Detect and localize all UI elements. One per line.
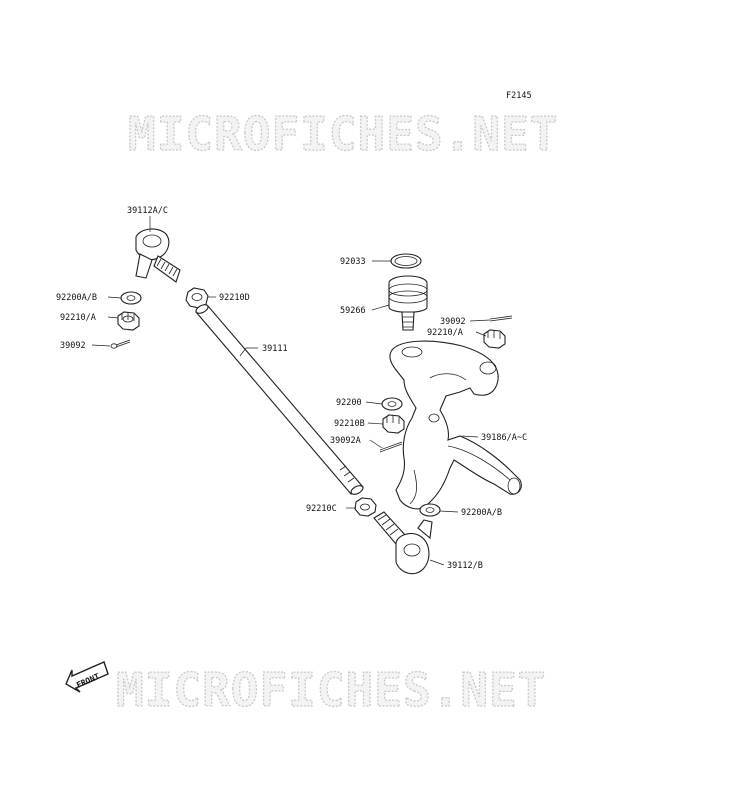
label-92210a-left: 92210/A xyxy=(60,313,96,323)
watermark-bottom: MICROFICHES.NET xyxy=(116,663,546,717)
label-39111: 39111 xyxy=(262,344,288,354)
label-39112b: 39112/B xyxy=(447,561,483,571)
label-92200ab-right: 92200A/B xyxy=(461,508,502,518)
tie-rod-tube xyxy=(195,304,364,495)
washer-right xyxy=(419,503,441,517)
cotter-pin-right xyxy=(489,315,513,322)
label-92210b: 92210B xyxy=(334,419,365,429)
tie-rod-end-upper xyxy=(135,228,181,283)
label-92033: 92033 xyxy=(340,257,366,267)
castle-nut-left xyxy=(117,311,140,331)
label-92210a-right: 92210/A xyxy=(427,328,463,338)
label-39092-right: 39092 xyxy=(440,317,466,327)
label-39186: 39186/A~C xyxy=(481,433,527,443)
steering-knuckle xyxy=(389,340,522,510)
nut-92210c xyxy=(354,497,377,517)
ball-joint xyxy=(388,275,428,331)
castle-nut-right xyxy=(483,329,506,349)
label-39092a: 39092A xyxy=(330,436,361,446)
label-92210d: 92210D xyxy=(219,293,250,303)
cotter-pin-left xyxy=(110,339,131,349)
nut-92210d xyxy=(185,287,209,309)
watermark-top: MICROFICHES.NET xyxy=(128,107,558,161)
washer-left xyxy=(120,291,142,305)
washer-92200 xyxy=(381,397,403,411)
label-39112ac: 39112A/C xyxy=(127,206,168,216)
front-direction-badge: FRONT xyxy=(65,661,109,693)
label-92200ab-left: 92200A/B xyxy=(56,293,97,303)
snap-ring xyxy=(390,253,422,269)
cotter-pin-92a xyxy=(379,441,403,453)
label-39092-left: 39092 xyxy=(60,341,86,351)
label-92210c: 92210C xyxy=(306,504,337,514)
tie-rod-end-lower xyxy=(373,511,433,575)
castle-nut-92210b xyxy=(382,414,405,434)
figure-code: F2145 xyxy=(506,91,532,101)
label-92200: 92200 xyxy=(336,398,362,408)
label-59266: 59266 xyxy=(340,306,366,316)
